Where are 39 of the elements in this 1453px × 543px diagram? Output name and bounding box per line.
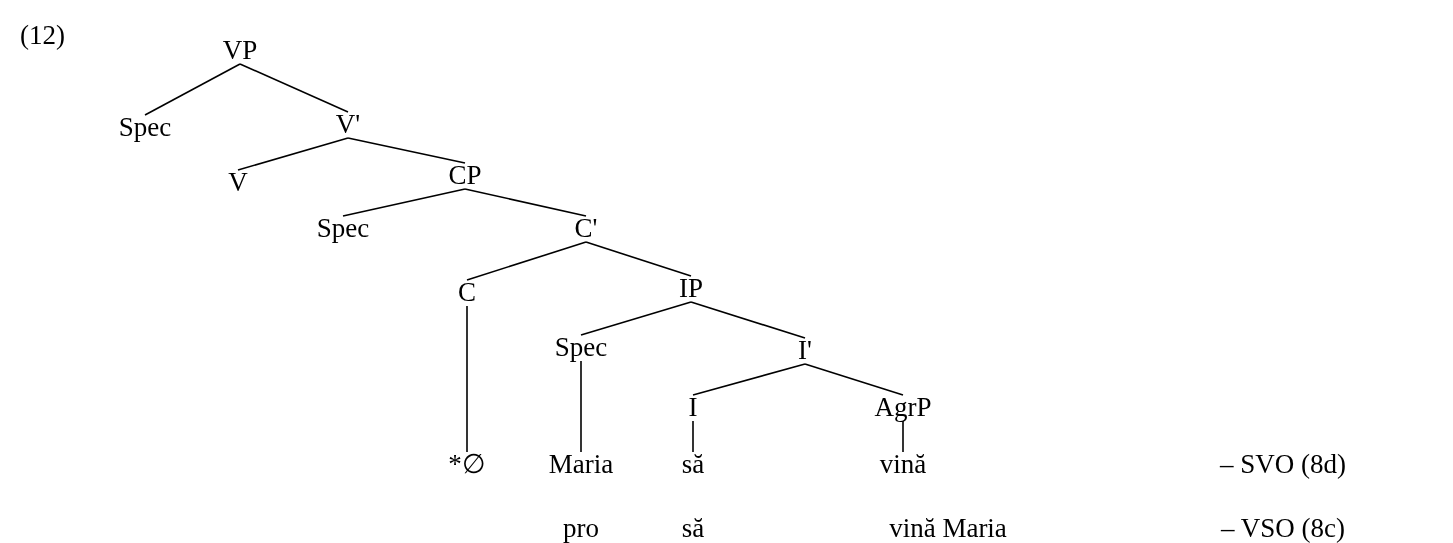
- tree-branch-line: [580, 360, 582, 453]
- tree-branch-line: [692, 420, 694, 453]
- text-label: să: [681, 515, 705, 541]
- tree-branch-line: [342, 188, 466, 217]
- text-label: (12): [20, 22, 65, 48]
- tree-node-label: I': [797, 337, 813, 363]
- tree-node-label: IP: [678, 275, 704, 301]
- tree-branch-line: [464, 188, 587, 217]
- tree-branch-line: [804, 363, 904, 396]
- text-label: pro: [563, 515, 599, 541]
- tree-node-label: *∅: [447, 451, 487, 477]
- tree-node-label: Spec: [117, 114, 173, 140]
- tree-branch-line: [692, 363, 806, 396]
- tree-branch-line: [690, 301, 806, 339]
- tree-node-label: Spec: [553, 334, 609, 360]
- tree-node-label: Maria: [547, 451, 615, 477]
- tree-node-label: să: [680, 451, 706, 477]
- tree-node-label: VP: [221, 37, 259, 63]
- tree-branch-line: [347, 137, 466, 164]
- text-label: vină Maria: [889, 515, 1007, 541]
- tree-node-label: CP: [447, 162, 483, 188]
- tree-node-label: C': [573, 215, 599, 241]
- tree-node-label: C: [457, 279, 477, 305]
- tree-branch-line: [239, 63, 349, 113]
- tree-branch-line: [466, 305, 468, 453]
- text-label: – VSO (8c): [1221, 515, 1345, 541]
- tree-branch-line: [580, 301, 692, 336]
- tree-node-label: vină: [878, 451, 928, 477]
- tree-node-label: V': [334, 111, 362, 137]
- tree-branch-line: [902, 420, 904, 453]
- tree-branch-line: [466, 241, 587, 281]
- text-label: – SVO (8d): [1220, 451, 1346, 477]
- tree-branch-line: [144, 63, 241, 116]
- tree-branch-line: [585, 241, 692, 277]
- tree-node-label: AgrP: [873, 394, 933, 420]
- tree-node-label: V: [227, 169, 249, 195]
- tree-node-label: I: [687, 394, 699, 420]
- tree-node-label: Spec: [315, 215, 371, 241]
- tree-branch-line: [237, 137, 349, 171]
